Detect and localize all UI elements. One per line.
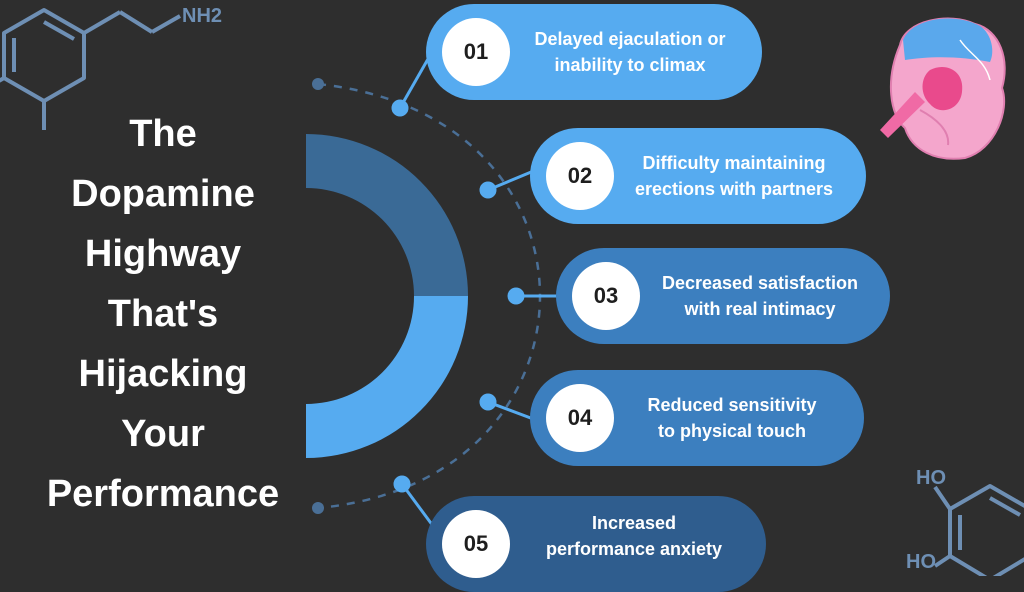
title-line: The <box>129 113 197 155</box>
decor-layer: NH2 HO HO <box>0 5 1024 576</box>
infographic: NH2 HO HO <box>0 4 1024 592</box>
item-text-line: performance anxiety <box>545 539 723 559</box>
item-text-line: Difficulty maintaining <box>642 153 826 173</box>
item-text-line: Delayed ejaculation or <box>534 29 726 49</box>
title-line: Performance <box>46 473 280 515</box>
item-pill-04: 04 Reduced sensitivity to physical touch <box>530 370 864 466</box>
brain-icon <box>880 17 1006 160</box>
item-pill-03: 03 Decreased satisfaction with real inti… <box>556 248 890 344</box>
item-number: 03 <box>572 262 640 330</box>
catechol-molecule-icon <box>933 484 1024 576</box>
ho-label-2: HO <box>906 551 936 573</box>
item-pill-02: 02 Difficulty maintaining erections with… <box>530 128 866 224</box>
item-text: Reduced sensitivity to physical touch <box>614 392 850 444</box>
item-text-line: Increased <box>591 513 677 533</box>
page-title: The Dopamine Highway That's Hijacking Yo… <box>10 104 316 524</box>
item-text-line: Reduced sensitivity <box>647 395 817 415</box>
title-line: Your <box>121 413 205 455</box>
item-text-line: to physical touch <box>657 421 807 441</box>
item-number: 05 <box>442 510 510 578</box>
item-pill-01: 01 Delayed ejaculation or inability to c… <box>426 4 762 100</box>
title-line: Dopamine <box>71 173 255 215</box>
item-text-line: Decreased satisfaction <box>661 273 859 293</box>
item-text: Difficulty maintaining erections with pa… <box>614 150 854 202</box>
title-line: Highway <box>84 233 242 275</box>
ho-label-1: HO <box>916 467 946 489</box>
item-text: Increased performance anxiety <box>512 510 756 562</box>
item-pill-05: 05 Increased performance anxiety <box>426 496 766 592</box>
title-line: Hijacking <box>78 353 248 395</box>
item-text: Delayed ejaculation or inability to clim… <box>510 26 750 78</box>
item-text-line: with real intimacy <box>684 299 836 319</box>
item-number: 04 <box>546 384 614 452</box>
item-text-line: inability to climax <box>554 55 706 75</box>
title-line: That's <box>107 293 219 335</box>
half-ring-bottom <box>306 296 468 458</box>
item-text: Decreased satisfaction with real intimac… <box>640 270 880 322</box>
dopamine-molecule-icon <box>0 8 181 130</box>
item-number: 01 <box>442 18 510 86</box>
item-number: 02 <box>546 142 614 210</box>
item-text-line: erections with partners <box>634 179 834 199</box>
nh2-label: NH2 <box>182 5 222 27</box>
half-ring-top <box>306 134 468 296</box>
